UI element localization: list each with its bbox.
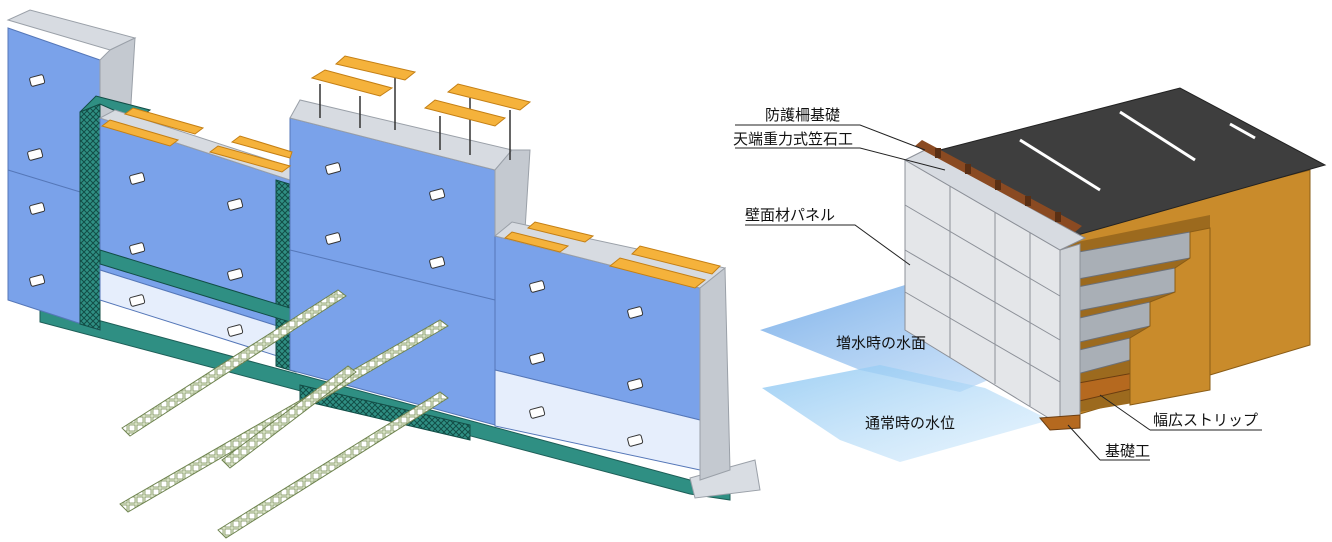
coping-top (903, 149, 1087, 251)
soil-steps (1129, 227, 1211, 406)
raised-pads (310, 55, 532, 160)
wall-edge (1059, 243, 1081, 426)
wall-panel-grid (904, 186, 1061, 406)
label-coping: 天端重力式笠石工 (733, 130, 853, 148)
coping-d-side (699, 266, 731, 481)
foundation-block (1038, 414, 1081, 431)
label-flood-water-level: 増水時の水面 (836, 334, 926, 352)
label-wide-strip: 幅広ストリップ (1153, 411, 1258, 429)
label-foundation: 基礎工 (1105, 442, 1150, 460)
wall-panel-c (289, 117, 496, 426)
bolt-plates (27, 74, 644, 447)
leader-lines (735, 124, 1262, 461)
left-wall-illustration (6, 9, 761, 539)
orange-pads (100, 107, 721, 289)
road-markings (1019, 110, 1256, 192)
label-normal-water-level: 通常時の水位 (865, 414, 955, 432)
label-wall-panel: 壁面材パネル (745, 206, 835, 224)
concrete-footing-right (689, 459, 761, 499)
panel-c-joint (289, 249, 496, 301)
joint-column-1 (79, 103, 101, 331)
coping-c-side (494, 149, 531, 237)
label-guardrail-foundation: 防護柵基礎 (765, 106, 840, 124)
reinforcement-strips (119, 289, 449, 539)
right-section-illustration: 防護柵基礎 天端重力式笠石工 壁面材パネル 増水時の水面 通常時の水位 幅広スト… (733, 87, 1327, 462)
guardrail (915, 140, 1082, 232)
normal-water-surface (762, 365, 1050, 462)
